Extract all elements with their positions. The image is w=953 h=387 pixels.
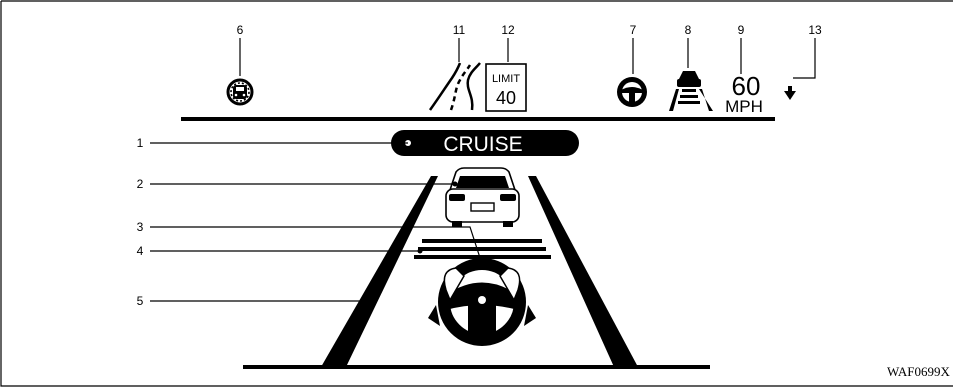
vehicle-detection-icon [228, 80, 252, 104]
callout-13: 13 [808, 23, 822, 37]
steering-wheel-icon [617, 77, 647, 107]
road-baseline [243, 365, 710, 369]
steering-assist-icon [428, 262, 536, 342]
lead-vehicle [446, 168, 519, 227]
callout-1: 1 [137, 136, 144, 150]
callout-12: 12 [501, 23, 515, 37]
status-bar-underline [181, 117, 775, 121]
callout-6: 6 [237, 23, 244, 37]
callout-11: 11 [453, 23, 466, 37]
callout-2: 2 [137, 177, 144, 191]
lane-curve-icon [430, 63, 480, 110]
speed-limit-sign: LIMIT 40 [486, 64, 526, 111]
set-speed-unit: MPH [725, 97, 763, 116]
figure-code: WAF0699X [887, 364, 950, 379]
distance-car-icon [669, 71, 713, 111]
lane-line-right [528, 176, 638, 367]
callout-4: 4 [137, 244, 144, 258]
distance-bars [414, 239, 551, 259]
callout-5: 5 [137, 294, 144, 308]
cruise-label: CRUISE [443, 133, 522, 156]
callout-7: 7 [630, 23, 637, 37]
callout-3: 3 [137, 220, 144, 234]
callout-9: 9 [738, 23, 745, 37]
callout-8: 8 [685, 23, 692, 37]
cruise-indicator: CRUISE [391, 130, 579, 156]
down-arrow-icon [784, 86, 796, 100]
limit-value: 40 [496, 88, 516, 108]
lane-line-left [321, 176, 438, 367]
limit-word: LIMIT [492, 73, 520, 85]
